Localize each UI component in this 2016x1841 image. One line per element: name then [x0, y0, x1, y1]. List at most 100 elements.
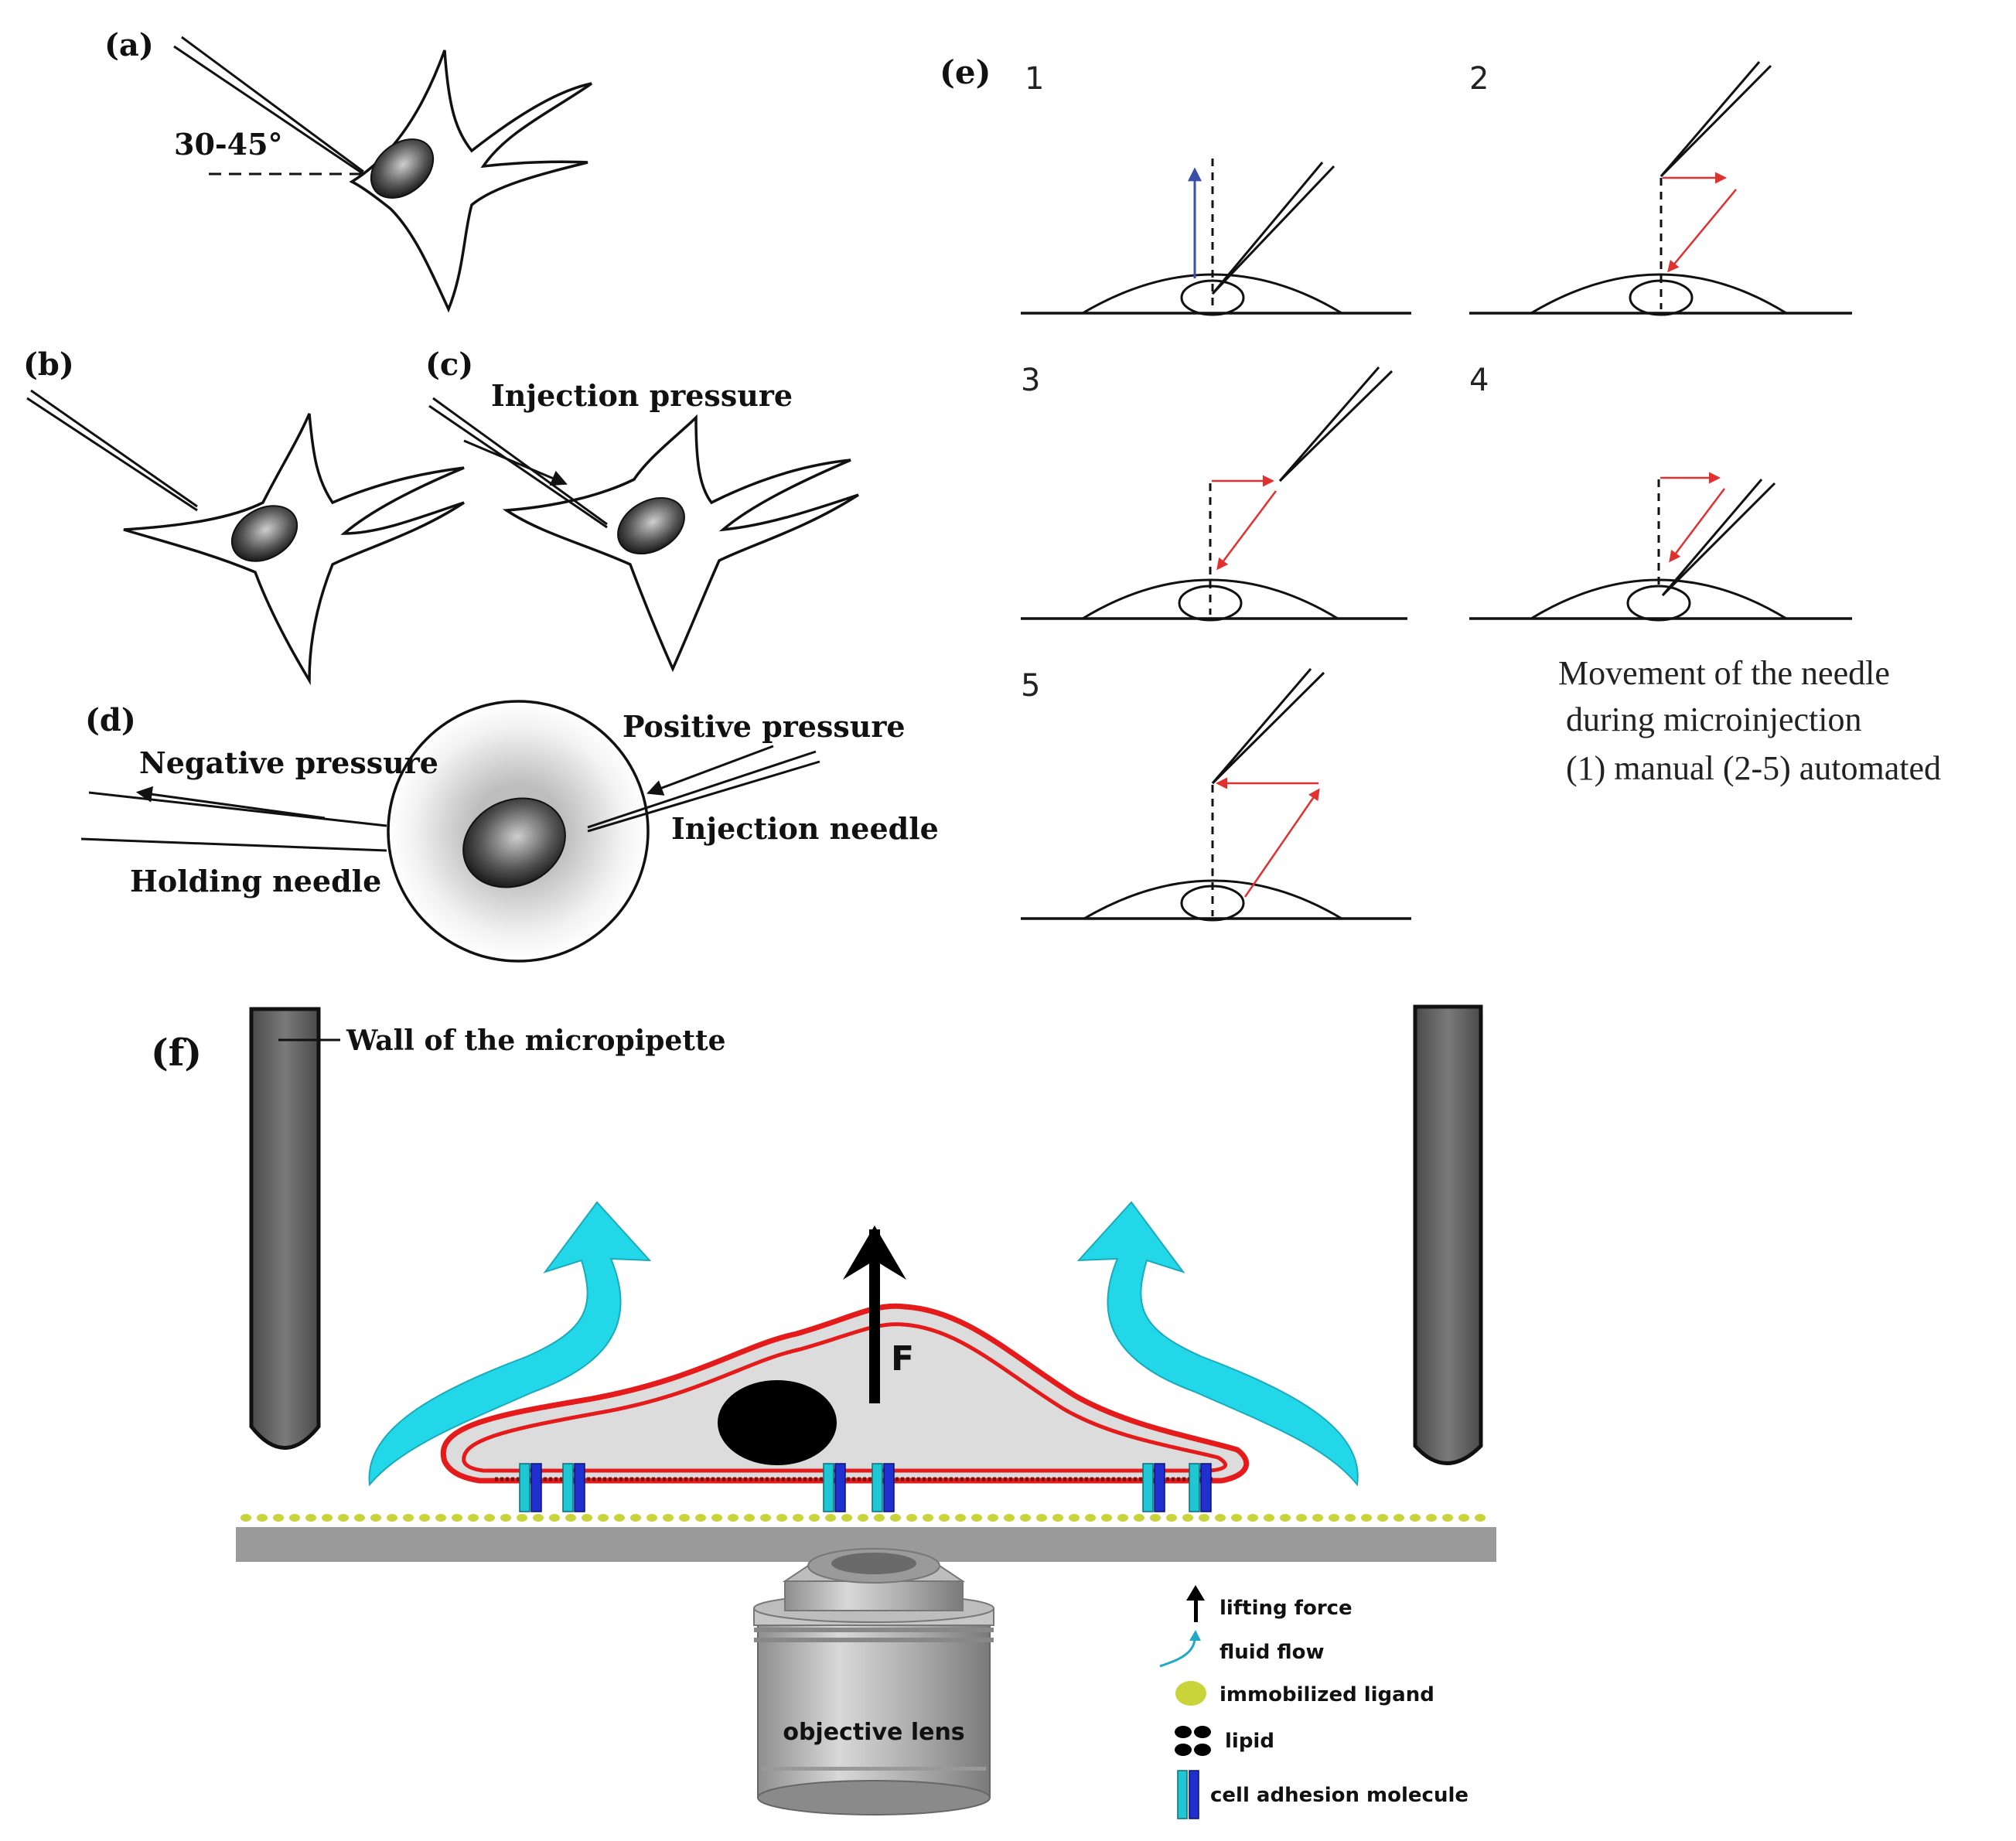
panel-d: (d) Negative pressure Positive pressure …	[80, 700, 939, 963]
fluid-flow-arrow-right	[1076, 1201, 1359, 1487]
cell-nucleus	[1180, 279, 1245, 316]
ligand-dot	[500, 1514, 511, 1522]
needle-2	[1660, 61, 1772, 178]
ligand-dot	[1312, 1514, 1323, 1522]
legend-fluid-flow-label: fluid flow	[1219, 1641, 1325, 1664]
micropipette-wall-left	[249, 1007, 321, 1450]
legend-immobilized-ligand-label: immobilized ligand	[1219, 1683, 1434, 1706]
ligand-dot	[874, 1514, 885, 1522]
ligand-dot	[1361, 1514, 1372, 1522]
panel-a-label: (a)	[104, 27, 154, 63]
nucleus-c	[617, 496, 685, 555]
panel-f-label: (f)	[151, 1031, 202, 1075]
ligand-dot	[1166, 1514, 1177, 1522]
ligand-dot	[1426, 1514, 1437, 1522]
ligand-dot	[1150, 1514, 1161, 1522]
ligand-dot	[1117, 1514, 1128, 1522]
ligand-dot	[322, 1514, 333, 1522]
ligand-dot	[646, 1514, 657, 1522]
ligand-dot	[1442, 1514, 1453, 1522]
panel-f-legend: lifting force fluid flow immobilized lig…	[1159, 1585, 1469, 1819]
ligand-dot	[1345, 1514, 1356, 1522]
ligand-dot	[1069, 1514, 1080, 1522]
ligand-dot	[1377, 1514, 1388, 1522]
ligand-dot	[809, 1514, 820, 1522]
adhesion-molecule	[823, 1463, 846, 1512]
needle-1	[1211, 162, 1335, 295]
injection-needle-d	[587, 750, 820, 833]
legend-cell-adhesion-molecule: cell adhesion molecule	[1177, 1770, 1469, 1819]
ligand-dot	[939, 1514, 950, 1522]
ligand-dot	[776, 1514, 787, 1522]
ligand-dot	[906, 1514, 917, 1522]
nucleus-d	[462, 797, 566, 888]
ligand-dot	[923, 1514, 933, 1522]
step-5-number: 5	[1021, 668, 1040, 704]
legend-fluid-flow: fluid flow	[1159, 1630, 1325, 1668]
ligand-dot	[1036, 1514, 1047, 1522]
ligand-dot	[468, 1514, 479, 1522]
adhesion-molecule	[519, 1463, 542, 1512]
objective-lens	[753, 1548, 994, 1815]
step-4: 4	[1469, 363, 1852, 622]
adhesion-molecule	[1189, 1463, 1212, 1512]
needle-4	[1661, 479, 1776, 597]
nucleus-b	[230, 505, 298, 562]
ligand-dot	[1329, 1514, 1339, 1522]
ligand-dot	[338, 1514, 349, 1522]
ligand-dot	[257, 1514, 268, 1522]
cell-body	[440, 1303, 1249, 1484]
panel-e: (e) 1 2	[940, 53, 1941, 922]
caption-line-1: Movement of the needle	[1558, 654, 1890, 692]
step-5: 5	[1021, 668, 1411, 922]
panel-d-label: (d)	[85, 702, 136, 738]
ligand-dot	[1393, 1514, 1404, 1522]
needle-3	[1278, 366, 1393, 482]
panel-f: (f) Wall of the micropipette F	[151, 1004, 1496, 1819]
cell-dome	[1083, 879, 1342, 920]
panel-e-caption: Movement of the needle during microinjec…	[1558, 654, 1941, 787]
ligand-dot	[387, 1514, 397, 1522]
micropipette-wall-right	[1413, 1004, 1483, 1465]
step-1-number: 1	[1025, 61, 1044, 97]
negative-pressure-arrow	[135, 786, 326, 820]
needle-c	[428, 397, 608, 529]
needle-5	[1211, 668, 1325, 785]
step-3: 3	[1021, 363, 1407, 622]
ligand-dot	[1101, 1514, 1112, 1522]
ligand-dot	[744, 1514, 755, 1522]
legend-lipid: lipid	[1175, 1726, 1274, 1756]
panel-a: (a) 30-45°	[104, 27, 593, 313]
ligand-dot	[890, 1514, 901, 1522]
panel-c-label: (c)	[425, 346, 473, 383]
holding-needle	[80, 791, 387, 852]
cell-membrane-inner	[462, 1322, 1228, 1473]
ligand-dot	[663, 1514, 674, 1522]
ligand-dot	[484, 1514, 495, 1522]
ligand-dot	[858, 1514, 868, 1522]
panel-e-label: (e)	[940, 53, 991, 91]
cell-nucleus	[1626, 585, 1691, 622]
caption-line-2: during microinjection	[1566, 701, 1861, 738]
ligand-dot	[841, 1514, 852, 1522]
ligand-dot	[1458, 1514, 1469, 1522]
needle-a	[173, 36, 364, 176]
ligand-dot	[1231, 1514, 1242, 1522]
legend-lifting-force: lifting force	[1186, 1585, 1353, 1622]
ligand-dot	[760, 1514, 771, 1522]
panel-c: (c) Injection pressure	[425, 346, 859, 673]
nucleus-a	[370, 138, 435, 199]
ligand-dot	[1264, 1514, 1274, 1522]
step-2-number: 2	[1469, 61, 1489, 97]
move-arrow-diagonal	[1667, 189, 1737, 273]
ligand-dot	[240, 1514, 251, 1522]
step-2: 2	[1469, 61, 1852, 316]
ligand-dot	[1020, 1514, 1031, 1522]
step-3-number: 3	[1021, 363, 1040, 398]
ligand-dot	[598, 1514, 609, 1522]
adhesion-molecule	[872, 1463, 895, 1512]
ligand-dot	[1475, 1514, 1486, 1522]
holding-needle-label: Holding needle	[130, 864, 381, 898]
ligand-dot	[517, 1514, 527, 1522]
